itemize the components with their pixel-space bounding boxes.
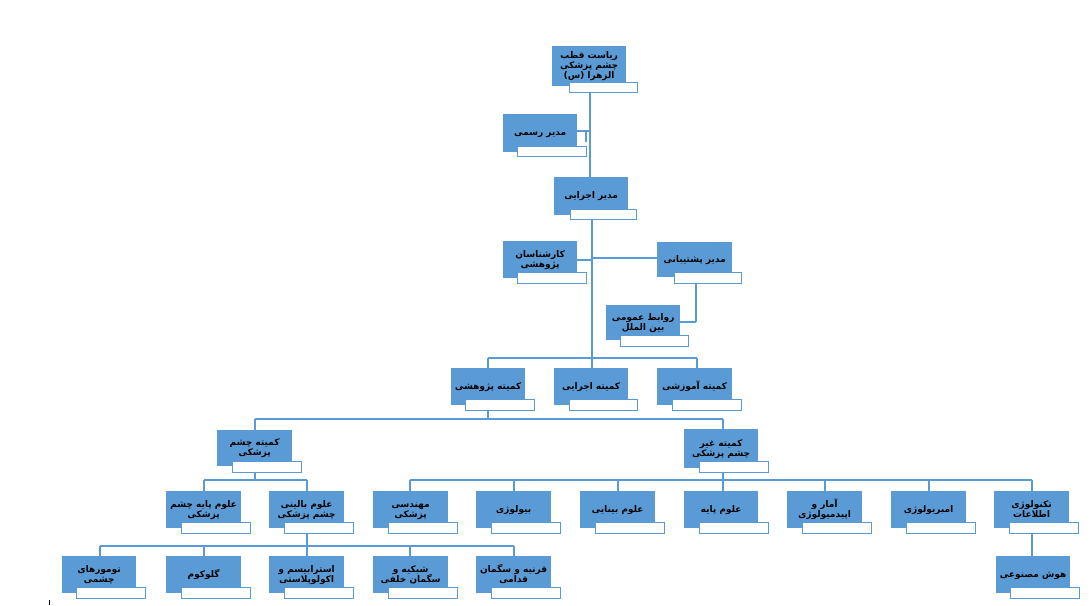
node-research-experts-label: کارشناسان پژوهشی xyxy=(503,241,577,278)
node-research-committee-tag xyxy=(465,399,535,411)
node-retina-posterior-label: شبکیه و سگمان خلفی xyxy=(373,556,448,593)
node-retina-posterior-tag xyxy=(388,587,458,599)
node-support-manager-label: مدیر پشتیبانی xyxy=(657,242,732,277)
node-information-technology-label: تکنولوژی اطلاعات xyxy=(994,491,1069,528)
node-ophthalmology-committee-label: کمیته چشم پزشکی xyxy=(217,430,292,466)
node-education-committee-tag xyxy=(672,399,742,411)
node-glaucoma-tag xyxy=(181,587,251,599)
node-embryology-label: امبریولوژی xyxy=(891,491,966,528)
node-statistics-epidemiology-tag xyxy=(802,522,872,534)
node-research-experts-tag xyxy=(517,272,587,284)
node-official-manager-tag xyxy=(517,146,587,157)
node-artificial-intelligence-label: هوش مصنوعی xyxy=(996,556,1070,593)
node-cornea-anterior-tag xyxy=(491,587,561,599)
node-basic-sciences-tag xyxy=(699,522,769,534)
node-basic-eye-sciences-label: علوم پایه چشم پزشکی xyxy=(166,491,241,528)
node-research-committee-label: کمیته پژوهشی xyxy=(451,368,525,405)
node-root-tag xyxy=(569,82,638,93)
node-clinical-eye-sciences-tag xyxy=(284,522,354,534)
node-ophthalmology-committee-tag xyxy=(232,461,302,473)
node-vision-sciences-tag xyxy=(595,522,665,534)
node-information-technology-tag xyxy=(1009,522,1079,534)
node-education-committee-label: کمیته آموزشی xyxy=(657,368,732,405)
node-basic-eye-sciences-tag xyxy=(181,522,251,534)
node-medical-engineering-tag xyxy=(388,522,458,534)
stray-mark xyxy=(49,600,50,605)
node-eye-tumors-label: تومورهای چشمی xyxy=(62,556,136,593)
node-embryology-tag xyxy=(906,522,976,534)
node-root-label: ریاست قطب چشم پزشکی الزهرا (س) xyxy=(552,46,626,86)
node-vision-sciences-label: علوم بینایی xyxy=(580,491,655,528)
node-strabismus-oculoplastic-tag xyxy=(284,587,354,599)
node-support-manager-tag xyxy=(674,272,742,284)
node-clinical-eye-sciences-label: علوم بالینی چشم پزشکی xyxy=(269,491,344,528)
node-international-relations-tag xyxy=(620,335,689,347)
node-medical-engineering-label: مهندسی پزشکی xyxy=(373,491,448,528)
node-executive-committee-label: کمیته اجرایی xyxy=(554,368,628,405)
node-basic-sciences-label: علوم پایه xyxy=(684,491,758,528)
node-executive-manager-label: مدیر اجرایی xyxy=(554,177,628,215)
node-glaucoma-label: گلوکوم xyxy=(166,556,241,593)
node-biology-label: بیولوژی xyxy=(476,491,551,528)
node-cornea-anterior-label: قرنیه و سگمان قدامی xyxy=(476,556,551,593)
node-biology-tag xyxy=(491,522,561,534)
node-statistics-epidemiology-label: آمار و اپیدمیولوژی xyxy=(787,491,862,528)
node-non-ophthalmology-committee-tag xyxy=(699,461,769,473)
node-artificial-intelligence-tag xyxy=(1010,587,1080,599)
node-executive-committee-tag xyxy=(569,399,638,411)
node-international-relations-label: روابط عمومی بین الملل xyxy=(606,305,680,340)
node-strabismus-oculoplastic-label: استرابیسم و اکولوپلاستی xyxy=(269,556,344,593)
node-eye-tumors-tag xyxy=(76,587,146,599)
node-official-manager-label: مدیر رسمی xyxy=(503,114,577,152)
node-executive-manager-tag xyxy=(570,209,637,220)
